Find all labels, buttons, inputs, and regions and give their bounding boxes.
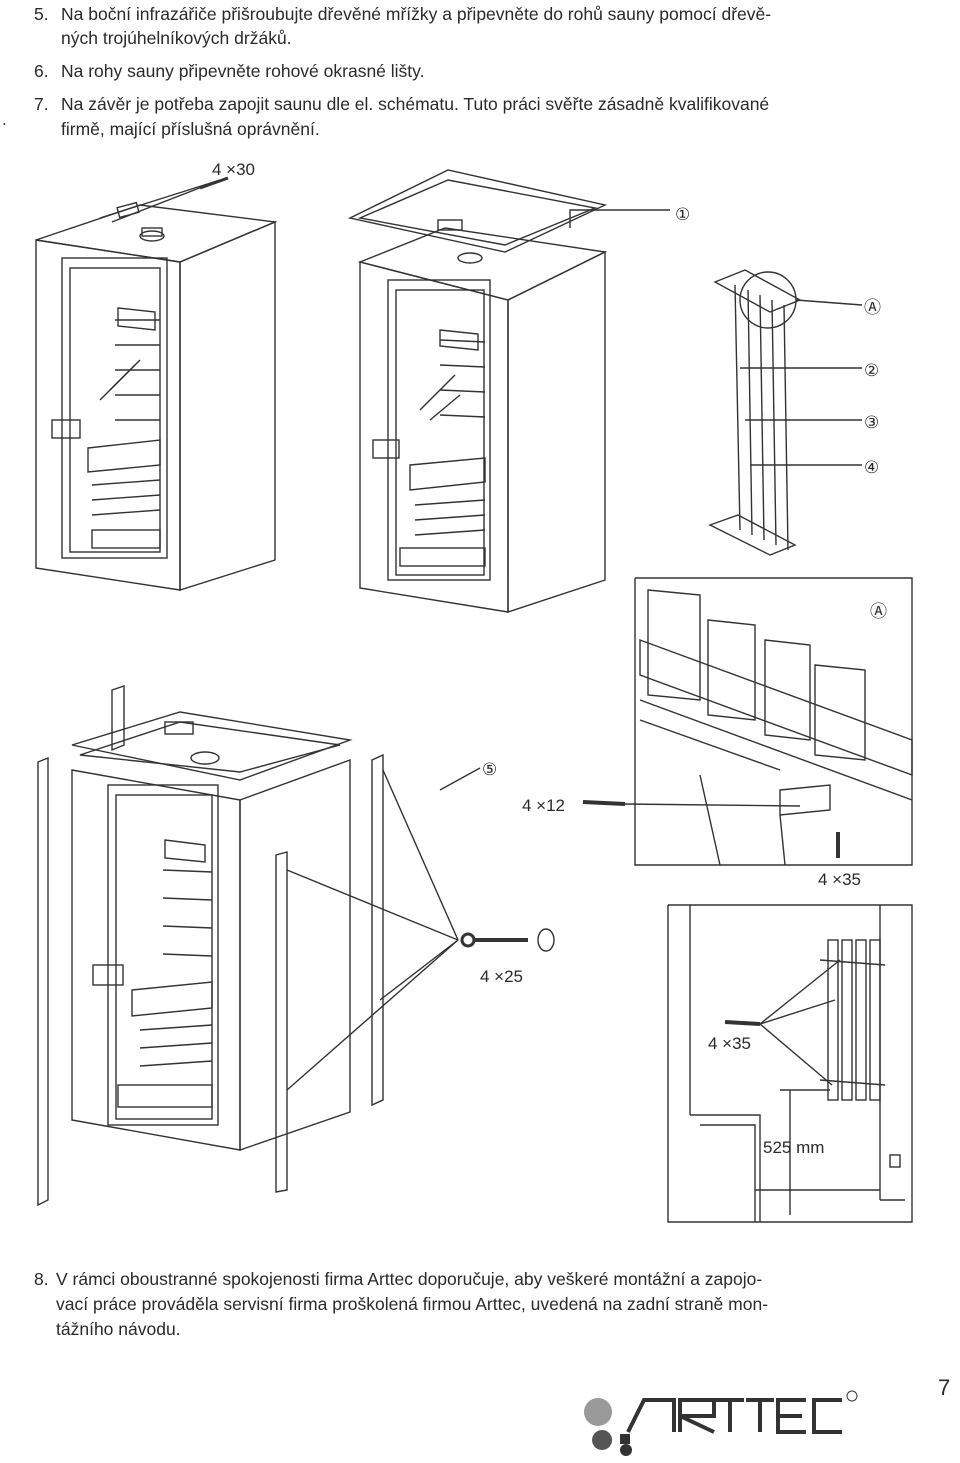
step-5: 5. Na boční infrazářiče přišroubujte dře… bbox=[34, 2, 934, 50]
step-text-line: vací práce prováděla servisní firma proš… bbox=[56, 1294, 769, 1314]
step-text-line: firmě, mající příslušná oprávnění. bbox=[61, 119, 320, 139]
detail-height-box bbox=[667, 904, 913, 1223]
label-part-4: ④ bbox=[864, 458, 879, 477]
label-screw-35b: 4 ×35 bbox=[708, 1034, 751, 1053]
label-height: 525 mm bbox=[763, 1138, 824, 1157]
label-screw-12: 4 ×12 bbox=[522, 796, 565, 815]
label-screw-35a: 4 ×35 bbox=[818, 870, 861, 889]
step-number: 5. bbox=[34, 4, 49, 24]
label-screw-top: 4 ×30 bbox=[212, 160, 255, 179]
page-number: 7 bbox=[938, 1375, 951, 1400]
step-number: 7. bbox=[34, 94, 49, 114]
step-8: 8. V rámci oboustranné spokojenosti firm… bbox=[34, 1267, 934, 1342]
sauna-with-corner-strips bbox=[37, 685, 555, 1207]
sauna-assembled-2 bbox=[347, 169, 608, 613]
step-number: 6. bbox=[34, 61, 49, 81]
step-number: 8. bbox=[34, 1269, 49, 1289]
step-text-line: ných trojúhelníkových držáků. bbox=[61, 28, 292, 48]
label-part-5: ⑤ bbox=[482, 760, 497, 779]
step-text-line: Na boční infrazářiče přišroubujte dřevěn… bbox=[61, 4, 772, 24]
sauna-assembled-1 bbox=[35, 176, 278, 591]
label-detail-A: Ⓐ bbox=[870, 602, 887, 621]
step-text-line: tážního návodu. bbox=[56, 1319, 181, 1339]
arttec-logo-mark bbox=[584, 1398, 632, 1456]
label-part-3: ③ bbox=[864, 413, 879, 432]
label-part-1: ① bbox=[675, 205, 690, 224]
step-6: 6. Na rohy sauny připevněte rohové okras… bbox=[34, 59, 934, 83]
margin-bullet: . bbox=[2, 110, 7, 129]
detail-A-box bbox=[582, 577, 913, 866]
step-text-line: Na závěr je potřeba zapojit saunu dle el… bbox=[61, 94, 770, 114]
arttec-logo bbox=[584, 1390, 858, 1456]
label-screw-25: 4 ×25 bbox=[480, 967, 523, 986]
label-part-A: Ⓐ bbox=[864, 298, 881, 317]
label-part-2: ② bbox=[864, 361, 879, 380]
grille-exploded bbox=[708, 269, 863, 556]
step-text-line: V rámci oboustranné spokojenosti firma A… bbox=[56, 1269, 763, 1289]
step-7: 7. Na závěr je potřeba zapojit saunu dle… bbox=[34, 92, 934, 140]
arttec-logo-wordmark bbox=[626, 1398, 842, 1434]
step-text-line: Na rohy sauny připevněte rohové okrasné … bbox=[61, 61, 425, 81]
registered-mark bbox=[846, 1390, 858, 1402]
